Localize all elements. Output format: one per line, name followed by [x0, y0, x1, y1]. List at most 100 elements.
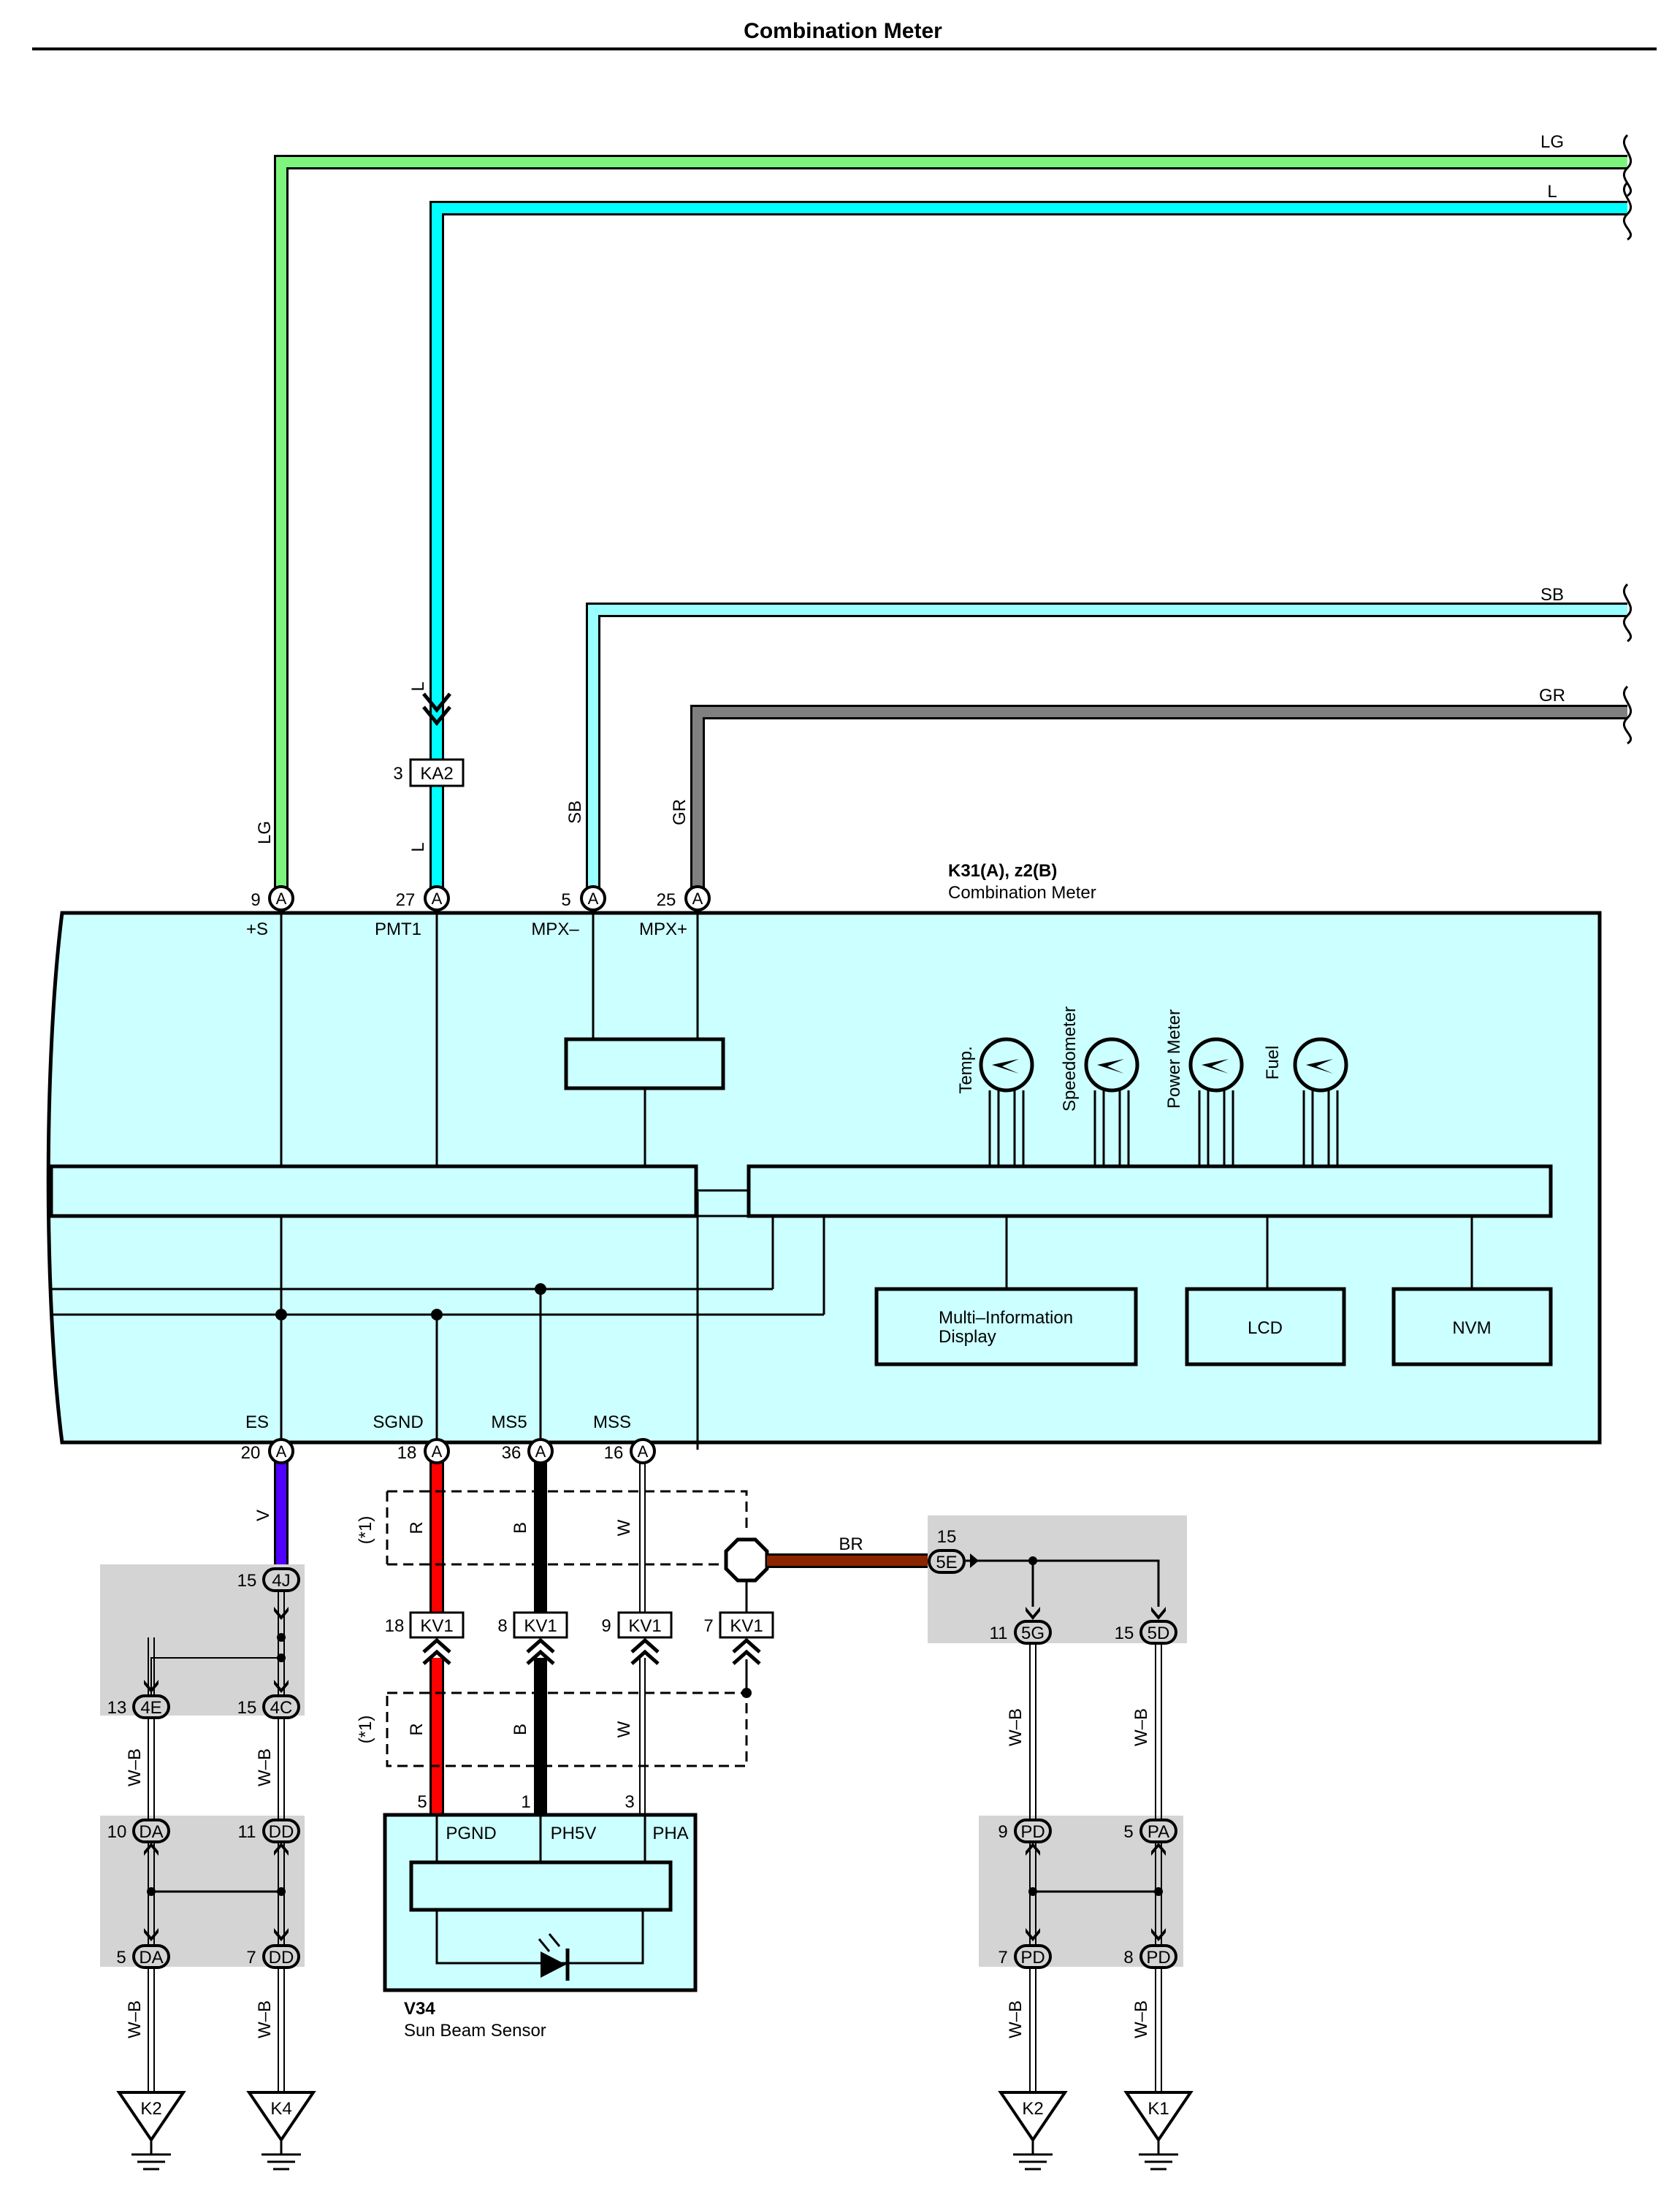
wire-label-lg-vert: LG: [255, 821, 275, 844]
svg-text:+S: +S: [246, 919, 268, 939]
svg-text:9: 9: [998, 1822, 1007, 1842]
wire-label-sb-vert: SB: [565, 800, 585, 824]
svg-text:SGND: SGND: [373, 1412, 423, 1432]
svg-text:7: 7: [703, 1616, 713, 1636]
svg-text:ES: ES: [245, 1412, 269, 1432]
svg-text:MS5: MS5: [491, 1412, 527, 1432]
page-title: Combination Meter: [744, 19, 942, 43]
svg-text:15: 15: [1115, 1624, 1134, 1643]
svg-text:DA: DA: [139, 1822, 163, 1842]
svg-text:W: W: [614, 1721, 634, 1737]
svg-text:7: 7: [998, 1948, 1007, 1968]
svg-text:5E: 5E: [936, 1553, 957, 1572]
svg-text:W–B: W–B: [255, 2000, 275, 2038]
left-connectors: 4J 15 4E 13 4C 15 DA 10 DD 11 DA 5 DD 7: [107, 1567, 300, 1969]
shield-note-upper: (*1): [356, 1516, 375, 1545]
ground-k1: K1: [1123, 2091, 1194, 2171]
meter-bus-right: [747, 1164, 1553, 1218]
gauge-temp-label: Temp.: [956, 1046, 976, 1093]
svg-text:5: 5: [116, 1948, 126, 1968]
svg-text:25: 25: [657, 890, 676, 910]
meter-id: K31(A), z2(B): [948, 861, 1057, 881]
svg-text:MPX–: MPX–: [531, 919, 579, 939]
svg-text:PD: PD: [1020, 1822, 1045, 1842]
meter-mpx-block: [564, 1037, 725, 1090]
meter-name: Combination Meter: [948, 883, 1096, 903]
svg-text:4J: 4J: [272, 1571, 290, 1591]
meter-top-pins: A 9 +S A 27 PMT1 A 5 MPX– A 25 MPX+: [246, 885, 711, 939]
svg-text:K4: K4: [270, 2099, 291, 2119]
svg-text:A: A: [692, 890, 703, 908]
sensor-name: Sun Beam Sensor: [404, 2021, 546, 2041]
svg-text:KV1: KV1: [524, 1616, 557, 1636]
svg-text:W–B: W–B: [125, 2000, 145, 2038]
wire-sb: [586, 603, 1627, 898]
wire-label-lg-top: LG: [1540, 132, 1564, 152]
sensor-pin-2-signal: PH5V: [551, 1824, 597, 1843]
svg-text:KV1: KV1: [730, 1616, 763, 1636]
svg-text:11: 11: [238, 1822, 256, 1842]
svg-text:9: 9: [601, 1616, 611, 1636]
wire-label-l-top: L: [1547, 182, 1557, 202]
right-shade-top: [928, 1515, 1187, 1643]
gauge-speedometer: Speedometer: [1060, 1006, 1139, 1166]
svg-text:15: 15: [237, 1571, 257, 1591]
svg-text:R: R: [407, 1723, 427, 1735]
sensor-id: V34: [404, 1999, 435, 2019]
ka2-pin: 3: [393, 764, 402, 784]
sensor-pin-2-num: 1: [521, 1792, 530, 1812]
svg-text:B: B: [511, 1724, 530, 1735]
svg-text:8: 8: [497, 1616, 507, 1636]
wire-label-gr-vert: GR: [670, 799, 690, 825]
svg-text:13: 13: [107, 1698, 127, 1718]
svg-text:K2: K2: [140, 2099, 161, 2119]
ground-k4: K4: [246, 2091, 316, 2171]
ka2-name: KA2: [420, 764, 453, 784]
svg-text:8: 8: [1123, 1948, 1133, 1968]
svg-text:27: 27: [396, 890, 416, 910]
svg-text:DD: DD: [269, 1822, 294, 1842]
meter-bus-left: [49, 1164, 698, 1218]
wire-gr: [690, 705, 1627, 898]
ground-k2-left: K2: [116, 2091, 186, 2171]
gauge-fuel-label: Fuel: [1263, 1046, 1283, 1080]
nvm-label: NVM: [1452, 1318, 1491, 1338]
meter-bottom-signals: ES SGND MS5 MSS: [245, 1412, 631, 1432]
sensor-pin-3-signal: PHA: [652, 1824, 688, 1843]
wire-w: [639, 1453, 646, 1815]
photodiode-icon: [538, 1933, 570, 1981]
junction-dots: [275, 1283, 546, 1320]
sensor-pin-1-signal: PGND: [446, 1824, 496, 1843]
svg-text:W–B: W–B: [1006, 2000, 1026, 2038]
wire-label-br: BR: [839, 1534, 863, 1554]
svg-text:10: 10: [107, 1822, 127, 1842]
svg-text:PMT1: PMT1: [375, 919, 421, 939]
svg-text:MPX+: MPX+: [639, 919, 687, 939]
svg-text:18: 18: [397, 1443, 417, 1463]
svg-text:15: 15: [937, 1527, 957, 1547]
svg-text:W–B: W–B: [125, 1748, 145, 1786]
svg-text:PD: PD: [1020, 1948, 1045, 1968]
svg-text:B: B: [511, 1522, 530, 1534]
svg-text:W–B: W–B: [255, 1748, 275, 1786]
svg-text:W–B: W–B: [1131, 2000, 1151, 2038]
gauge-power-meter-label: Power Meter: [1164, 1009, 1184, 1109]
svg-text:K1: K1: [1148, 2099, 1169, 2119]
ka2-wire-lower: L: [408, 842, 428, 852]
wire-label-sb-top: SB: [1540, 585, 1564, 605]
wire-l: [429, 201, 1627, 898]
gauge-temp: Temp.: [956, 1037, 1034, 1166]
lcd-block: [1185, 1287, 1346, 1366]
shield-note-lower: (*1): [356, 1716, 375, 1744]
svg-text:A: A: [432, 890, 443, 908]
svg-text:PA: PA: [1148, 1822, 1169, 1842]
sensor-inner-block: [409, 1860, 673, 1912]
svg-text:K2: K2: [1022, 2099, 1043, 2119]
multi-info-display: [874, 1287, 1138, 1366]
svg-text:KV1: KV1: [628, 1616, 661, 1636]
svg-text:5: 5: [561, 890, 570, 910]
svg-text:4E: 4E: [140, 1698, 161, 1718]
svg-text:W–B: W–B: [1006, 1708, 1026, 1746]
svg-text:W: W: [614, 1519, 634, 1536]
